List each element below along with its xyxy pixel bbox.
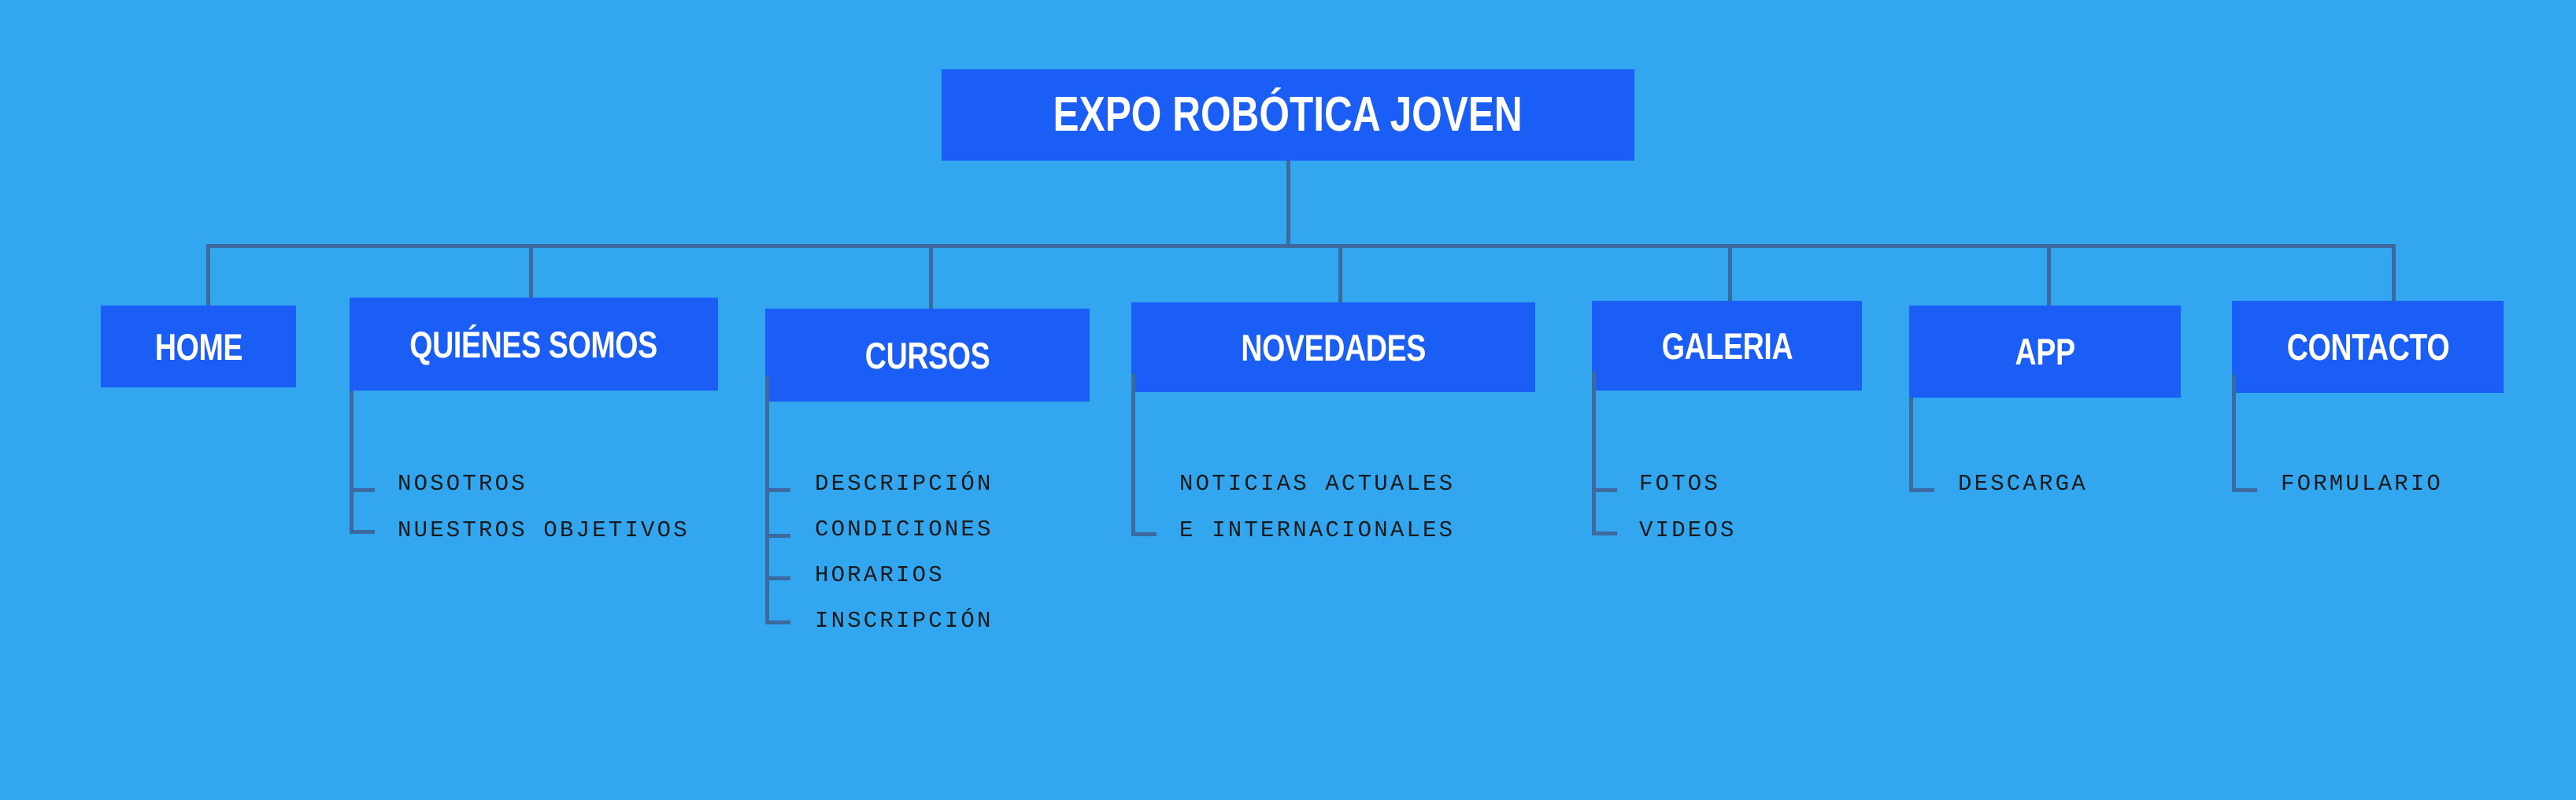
- connector-spine-app: [1909, 398, 1913, 492]
- connector-spine-galeria: [1592, 372, 1596, 535]
- subitem-nosotros[interactable]: NOSOTROS: [398, 471, 527, 497]
- node-root[interactable]: EXPO ROBÓTICA JOVEN: [942, 69, 1634, 161]
- node-app-label: APP: [2015, 331, 2075, 372]
- connector-stub-nosotros: [350, 488, 375, 492]
- subitem-e-internacionales[interactable]: E INTERNACIONALES: [1179, 517, 1456, 543]
- connector-stub-horarios: [765, 576, 790, 580]
- node-galeria[interactable]: GALERIA: [1592, 301, 1862, 391]
- connector-stub-descarga: [1909, 488, 1934, 492]
- connector-spine-quienes-somos: [350, 391, 353, 534]
- connector-spine-cursos: [765, 376, 769, 622]
- node-cursos[interactable]: CURSOS: [765, 309, 1090, 402]
- node-home-label: HOME: [154, 325, 242, 368]
- node-novedades[interactable]: NOVEDADES: [1131, 302, 1535, 392]
- subitem-inscripcion[interactable]: INSCRIPCIÓN: [815, 608, 994, 634]
- connector-drop-quienes-somos: [529, 244, 533, 298]
- node-quienes-somos-label: QUIÉNES SOMOS: [409, 323, 658, 365]
- connector-stub-fotos: [1592, 488, 1617, 492]
- connector-drop-contacto: [2392, 244, 2396, 301]
- node-contacto-label: CONTACTO: [2286, 326, 2449, 368]
- connector-drop-galeria: [1728, 244, 1732, 301]
- subitem-formulario[interactable]: FORMULARIO: [2281, 471, 2444, 497]
- node-app[interactable]: APP: [1909, 306, 2181, 398]
- connector-drop-app: [2047, 244, 2051, 306]
- connector-stub-condiciones: [765, 534, 790, 538]
- subitem-descarga[interactable]: DESCARGA: [1958, 471, 2088, 497]
- subitem-condiciones[interactable]: CONDICIONES: [815, 517, 994, 543]
- node-cursos-label: CURSOS: [864, 334, 990, 376]
- connector-spine-contacto: [2232, 375, 2236, 492]
- node-novedades-label: NOVEDADES: [1241, 326, 1426, 369]
- connector-stub-noticias: [1131, 532, 1157, 536]
- connector-stub-descripcion: [765, 488, 790, 492]
- connector-stub-videos: [1592, 531, 1617, 535]
- subitem-horarios[interactable]: HORARIOS: [815, 562, 945, 588]
- connector-drop-novedades: [1338, 244, 1342, 302]
- node-home[interactable]: HOME: [101, 306, 296, 387]
- connector-stub-nuestros-objetivos: [350, 530, 375, 534]
- node-root-label: EXPO ROBÓTICA JOVEN: [1053, 87, 1523, 142]
- connector-stub-inscripcion: [765, 620, 790, 624]
- node-quienes-somos[interactable]: QUIÉNES SOMOS: [350, 298, 718, 391]
- connector-drop-home: [206, 244, 210, 306]
- connector-stub-formulario: [2232, 488, 2257, 492]
- node-galeria-label: GALERIA: [1661, 324, 1793, 367]
- connector-bus: [206, 244, 2395, 248]
- connector-root-stem: [1286, 161, 1290, 247]
- subitem-nuestros-objetivos[interactable]: NUESTROS OBJETIVOS: [398, 517, 690, 543]
- node-contacto[interactable]: CONTACTO: [2232, 301, 2504, 393]
- subitem-fotos[interactable]: FOTOS: [1639, 471, 1721, 497]
- subitem-noticias-actuales[interactable]: NOTICIAS ACTUALES: [1179, 471, 1456, 497]
- subitem-videos[interactable]: VIDEOS: [1639, 517, 1737, 543]
- subitem-descripcion[interactable]: DESCRIPCIÓN: [815, 471, 994, 497]
- connector-spine-novedades: [1131, 374, 1135, 536]
- connector-drop-cursos: [929, 244, 933, 309]
